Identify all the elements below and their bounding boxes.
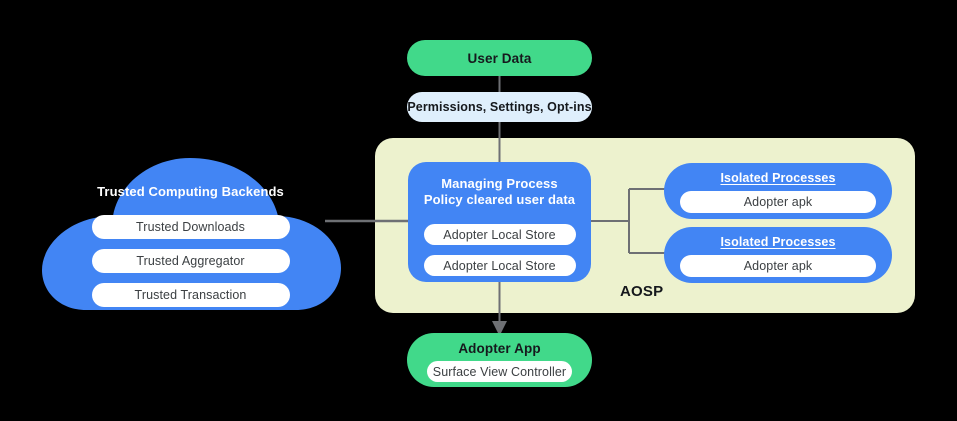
- adopter-app-node[interactable]: Adopter App Surface View Controller: [407, 333, 592, 387]
- adopter-apk-pill-1[interactable]: Adopter apk: [680, 191, 876, 213]
- adopter-local-store-pill-2[interactable]: Adopter Local Store: [423, 255, 576, 276]
- surface-view-controller-pill[interactable]: Surface View Controller: [427, 361, 572, 382]
- managing-process-title-line2: Policy cleared user data: [423, 192, 576, 207]
- isolated-process-node-1[interactable]: Isolated Processes Adopter apk: [664, 163, 892, 219]
- cloud-title: Trusted Computing Backends: [97, 184, 284, 199]
- isolated-process-title-1: Isolated Processes: [720, 171, 836, 185]
- trusted-downloads-pill[interactable]: Trusted Downloads: [91, 215, 290, 239]
- adopter-app-title: Adopter App: [458, 341, 541, 356]
- adopter-apk-pill-2[interactable]: Adopter apk: [680, 255, 876, 277]
- managing-process-title-line1: Managing Process: [441, 176, 558, 191]
- managing-process-title: Managing Process Policy cleared user dat…: [424, 176, 575, 208]
- managing-process-node[interactable]: Managing Process Policy cleared user dat…: [408, 162, 591, 282]
- aosp-label: AOSP: [620, 283, 664, 300]
- user-data-label: User Data: [467, 50, 532, 66]
- trusted-aggregator-pill[interactable]: Trusted Aggregator: [91, 249, 290, 273]
- trusted-transaction-pill[interactable]: Trusted Transaction: [91, 283, 290, 307]
- isolated-process-node-2[interactable]: Isolated Processes Adopter apk: [664, 227, 892, 283]
- permissions-settings-optins-node[interactable]: Permissions, Settings, Opt-ins: [407, 92, 592, 122]
- permissions-label: Permissions, Settings, Opt-ins: [407, 100, 592, 114]
- user-data-node[interactable]: User Data: [407, 40, 592, 76]
- adopter-local-store-pill-1[interactable]: Adopter Local Store: [423, 224, 576, 245]
- trusted-computing-backends-cloud[interactable]: Trusted Computing Backends Trusted Downl…: [38, 158, 343, 310]
- cloud-content: Trusted Computing Backends Trusted Downl…: [38, 158, 343, 310]
- isolated-process-title-2: Isolated Processes: [720, 235, 836, 249]
